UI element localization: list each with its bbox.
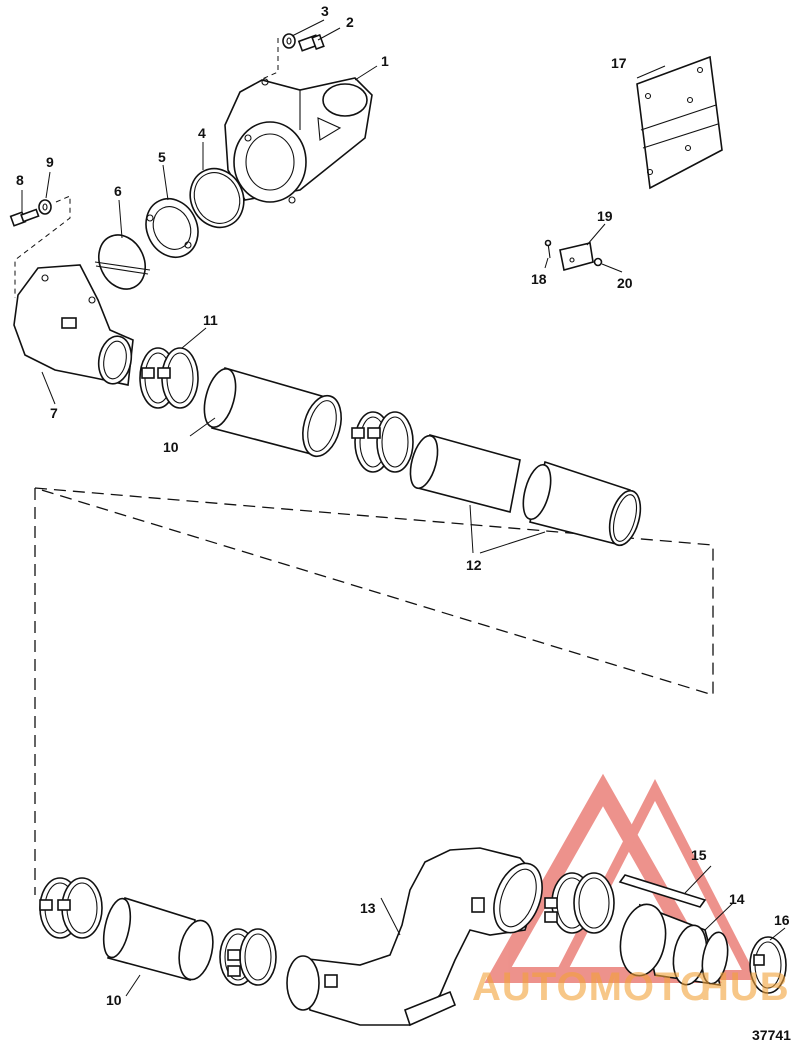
callout-18: 18 — [531, 271, 547, 287]
hose-clamp-pair-lower-right — [544, 872, 615, 934]
part-10-hose-upper — [203, 366, 342, 458]
routing-dashed-line — [34, 487, 714, 895]
callout-19: 19 — [597, 208, 613, 224]
callout-9: 9 — [46, 154, 54, 170]
callout-1: 1 — [381, 53, 389, 69]
callout-3: 3 — [321, 3, 329, 19]
callout-20: 20 — [617, 275, 633, 291]
hose-clamp-pair-middle — [351, 411, 414, 473]
watermark-text-right: HUB — [700, 965, 790, 1009]
watermark-text-left: AUTOMOTO — [472, 965, 712, 1009]
watermark-text: AUTOMOTO HUB — [472, 965, 790, 1009]
part-1-exhaust-elbow — [224, 77, 373, 204]
figure-number: 37741 — [752, 1027, 791, 1043]
callout-15: 15 — [691, 847, 707, 863]
part-2-screw — [297, 33, 325, 52]
part-8-screw — [9, 208, 40, 227]
part-14-bellows-hose — [619, 903, 729, 986]
callout-7: 7 — [50, 405, 58, 421]
part-5-spacer-ring — [145, 198, 199, 258]
hose-clamp-pair-lower-middle — [219, 928, 277, 986]
part-10-hose-lower — [102, 896, 214, 982]
part-9-guide-line — [14, 195, 71, 298]
callout-10-upper: 10 — [163, 439, 179, 455]
part-12-hose-sections — [409, 434, 642, 547]
callout-16: 16 — [774, 912, 790, 928]
callout-8: 8 — [16, 172, 24, 188]
callout-5: 5 — [158, 149, 166, 165]
part-6-flapper-valve — [94, 234, 151, 290]
callout-14: 14 — [729, 891, 745, 907]
callout-17: 17 — [611, 55, 627, 71]
part-20-nut — [593, 257, 603, 267]
callout-4: 4 — [198, 125, 206, 141]
part-3-washer — [282, 33, 296, 49]
callout-13: 13 — [360, 900, 376, 916]
part-11-hose-clamp-pair — [139, 347, 199, 409]
callout-2: 2 — [346, 14, 354, 30]
callout-11: 11 — [203, 312, 218, 328]
hose-clamp-pair-lower-left — [39, 877, 103, 939]
callout-10-lower: 10 — [106, 992, 122, 1008]
leader-lines — [21, 19, 786, 997]
part-17-mounting-plate — [636, 55, 723, 190]
part-3-guide-line — [259, 38, 279, 81]
part-19-block — [559, 242, 594, 271]
part-16-hose-clamp — [749, 936, 787, 994]
callout-12: 12 — [466, 557, 482, 573]
part-13-s-pipe — [286, 847, 543, 1027]
callout-6: 6 — [114, 183, 122, 199]
part-15-strap — [618, 874, 707, 908]
part-4-gasket-ring — [189, 167, 245, 229]
part-7-elbow-pipe — [13, 264, 134, 386]
part-9-washer — [38, 199, 52, 215]
part-18-bolt — [544, 239, 552, 259]
